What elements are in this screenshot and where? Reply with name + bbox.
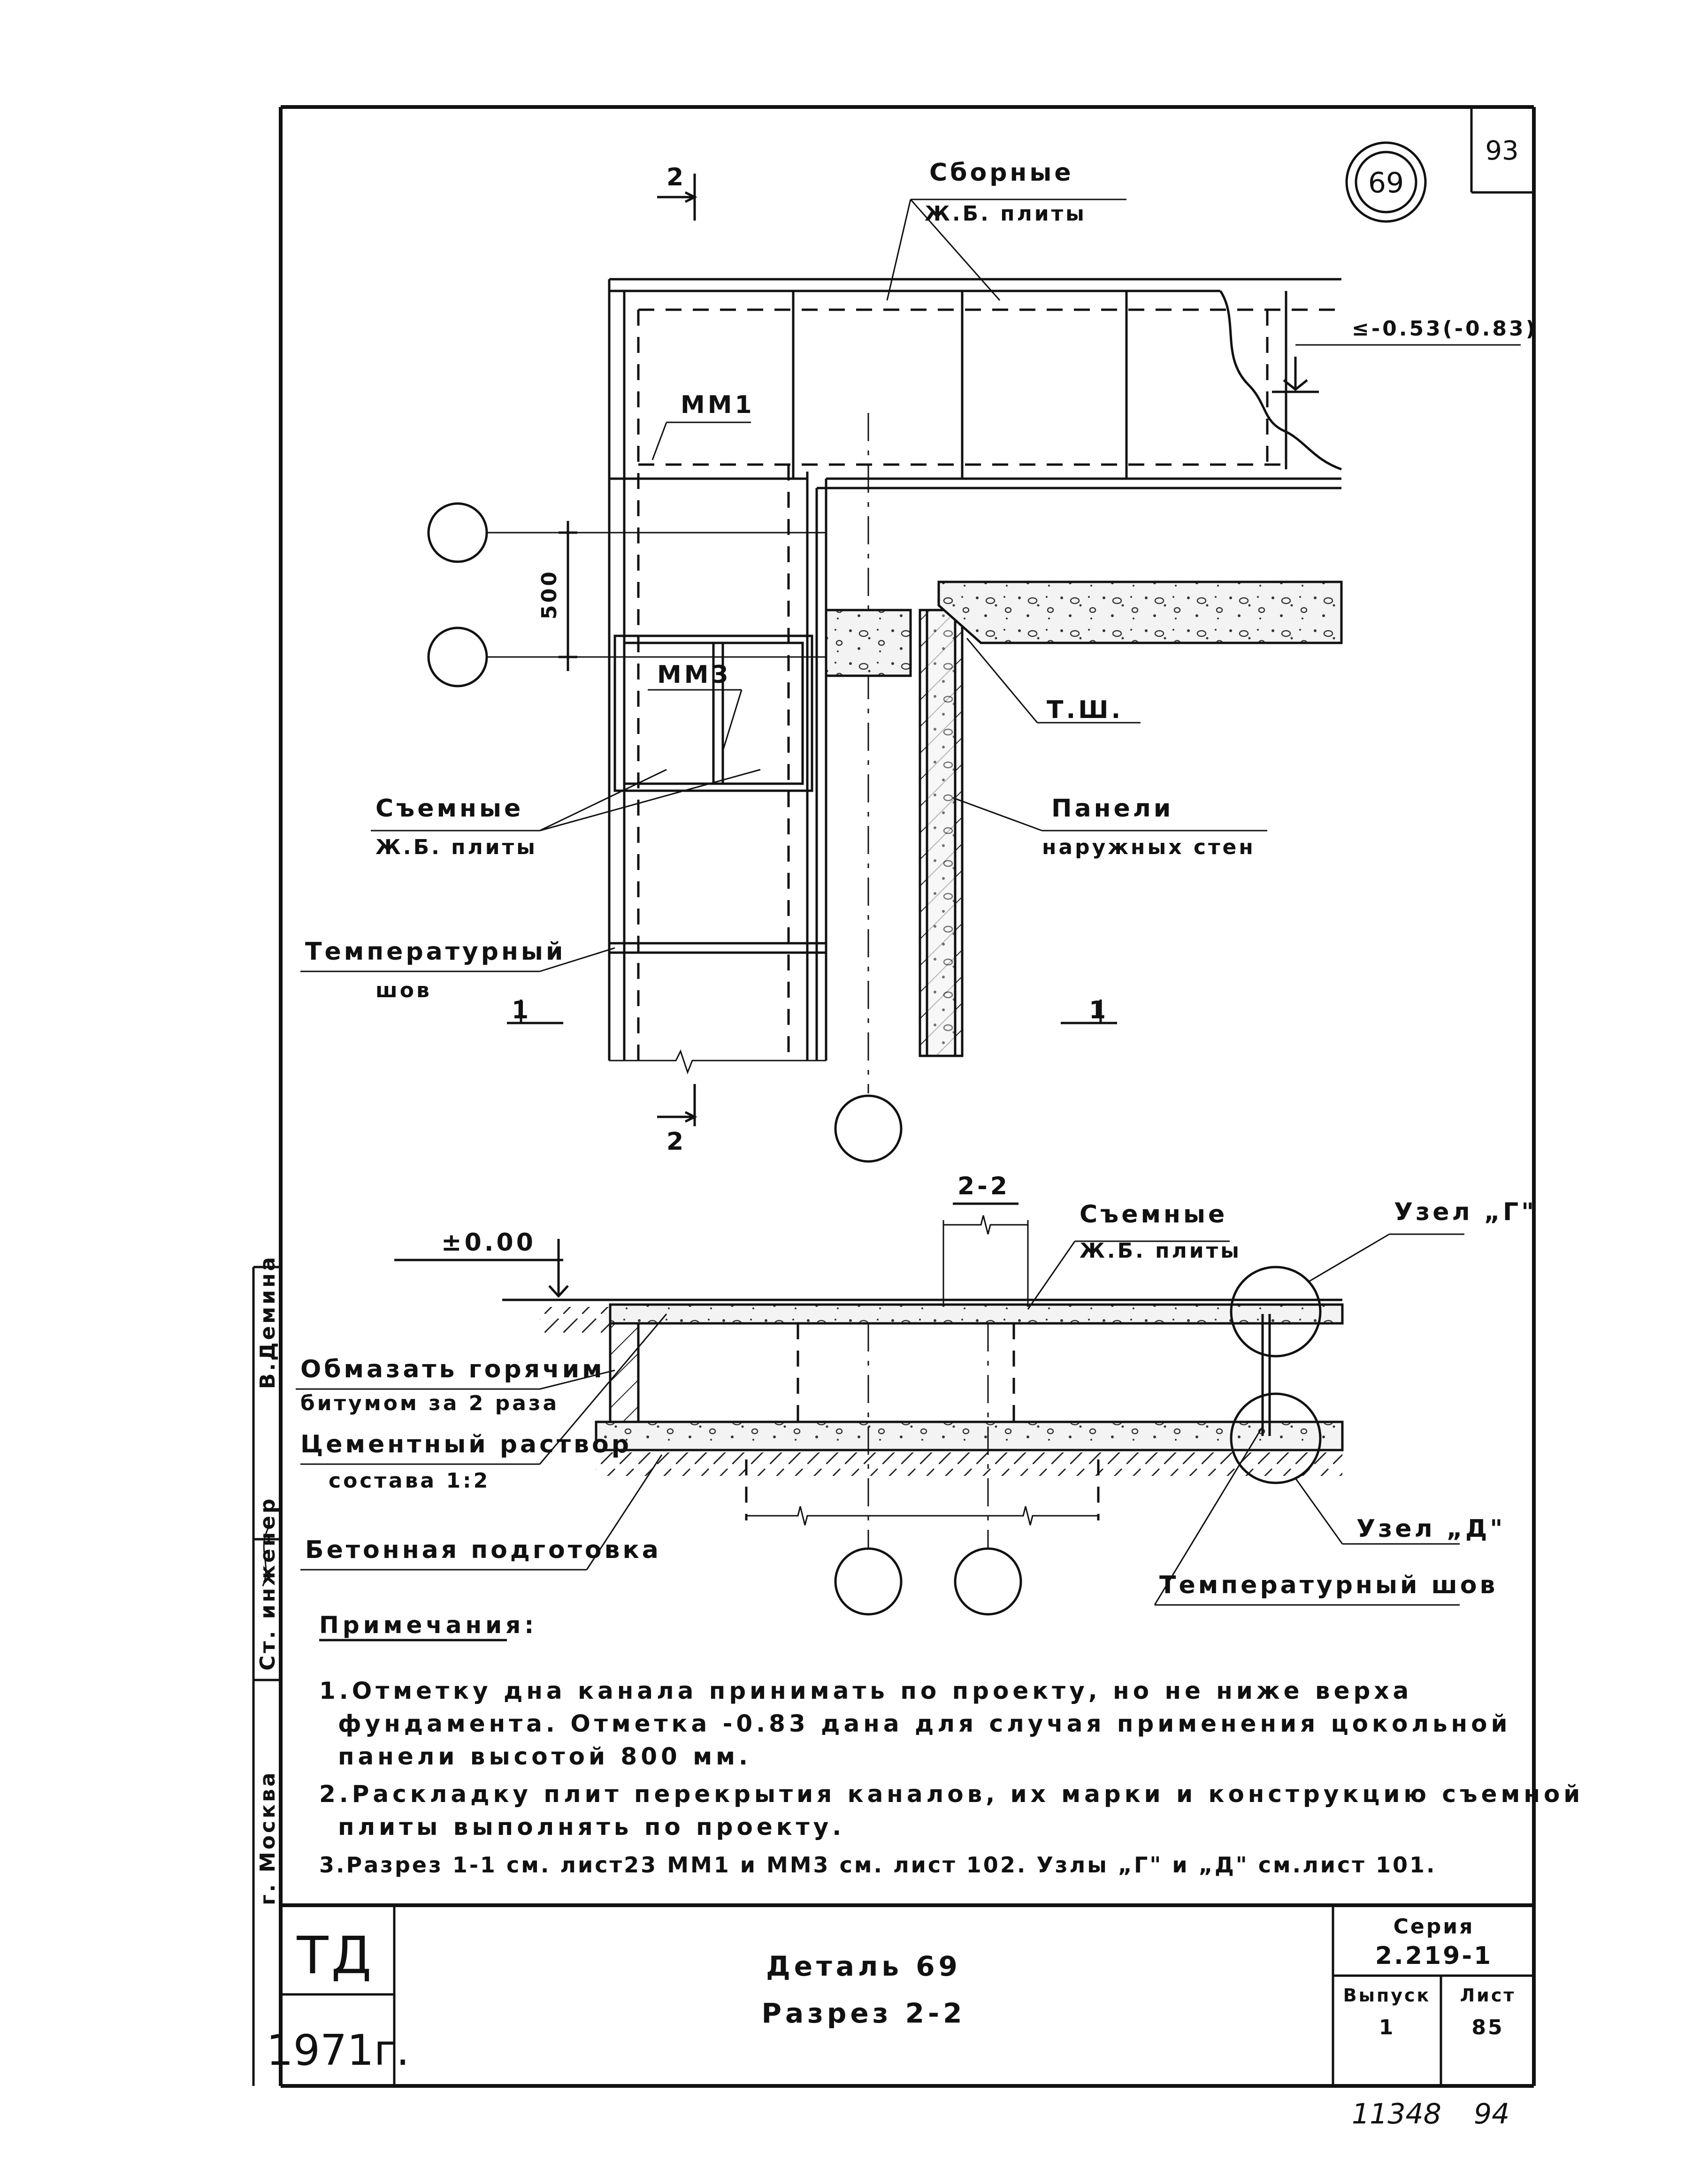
label-mm3: ММ3 bbox=[648, 661, 743, 751]
series-value: 2.219-1 bbox=[1375, 1942, 1493, 1970]
svg-text:Сборные: Сборные bbox=[929, 159, 1074, 187]
note-line-6: 3.Разрез 1-1 см. лист23 ММ1 и ММ3 см. ли… bbox=[319, 1852, 1436, 1878]
label-node-d: Узел „Д" bbox=[1294, 1478, 1505, 1545]
label-mortar: Цементный раствор состава 1:2 bbox=[300, 1313, 667, 1493]
svg-text:Т.Ш.: Т.Ш. bbox=[1047, 696, 1123, 724]
issue-label: Выпуск bbox=[1343, 1985, 1431, 2006]
axis-bubble-bottom bbox=[834, 1094, 903, 1163]
label-concrete-prep: Бетонная подготовка bbox=[300, 1454, 663, 1571]
sheet-value: 85 bbox=[1471, 2016, 1504, 2039]
stamp-role: Ст. инженер bbox=[256, 1497, 280, 1671]
notes-heading: Примечания: bbox=[319, 1611, 537, 1639]
sheet-number: 93 bbox=[1485, 136, 1518, 166]
svg-text:Узел „Г": Узел „Г" bbox=[1394, 1198, 1537, 1226]
svg-text:битумом за 2 раза: битумом за 2 раза bbox=[300, 1391, 559, 1415]
svg-text:2: 2 bbox=[666, 163, 686, 191]
drawing-subtitle: Разрез 2-2 bbox=[762, 1997, 966, 2029]
axis-bubble-section-1 bbox=[834, 1547, 903, 1616]
elevation-marker: ≤-0.53(-0.83) bbox=[1272, 317, 1538, 393]
svg-text:Бетонная подготовка: Бетонная подготовка bbox=[305, 1536, 661, 1564]
title-block: ТД 1971г. Деталь 69 Разрез 2-2 Серия 2.2… bbox=[267, 1903, 1534, 2086]
axis-bubble-left-1 bbox=[427, 502, 488, 563]
svg-text:наружных стен: наружных стен bbox=[1042, 835, 1256, 859]
label-removable-slabs-section: Съемные Ж.Б. плиты bbox=[1027, 1200, 1241, 1310]
svg-text:Съемные: Съемные bbox=[1080, 1200, 1227, 1229]
svg-text:1: 1 bbox=[512, 996, 531, 1024]
svg-text:состава 1:2: состава 1:2 bbox=[329, 1469, 490, 1493]
svg-text:шов: шов bbox=[375, 978, 432, 1002]
section-mark-bottom: 2 bbox=[657, 1084, 697, 1156]
svg-text:±0.00: ±0.00 bbox=[441, 1229, 536, 1257]
section-title: 2-2 bbox=[957, 1172, 1010, 1200]
svg-text:2: 2 bbox=[666, 1128, 686, 1156]
note-line-4: 2.Раскладку плит перекрытия каналов, их … bbox=[319, 1780, 1584, 1808]
detail-badge: 69 bbox=[1345, 141, 1427, 223]
stamp-city: г. Москва bbox=[256, 1770, 280, 1905]
label-prefab-slabs: Сборные Ж.Б. плиты bbox=[886, 159, 1126, 301]
plan-view: ≤-0.53(-0.83) 500 2 2 bbox=[300, 159, 1538, 1163]
elevation-label: ≤-0.53(-0.83) bbox=[1352, 317, 1538, 341]
drawing-title: Деталь 69 bbox=[766, 1950, 961, 1982]
axis-bubble-section-2 bbox=[954, 1547, 1022, 1616]
sheet-frame bbox=[252, 105, 1536, 2088]
svg-text:Панели: Панели bbox=[1051, 794, 1173, 823]
label-ts: Т.Ш. bbox=[966, 638, 1141, 724]
svg-text:Узел „Д": Узел „Д" bbox=[1356, 1515, 1505, 1543]
section-mark-left: 1 bbox=[507, 996, 563, 1024]
label-mm1: ММ1 bbox=[651, 391, 755, 460]
svg-text:Ж.Б. плиты: Ж.Б. плиты bbox=[375, 835, 537, 859]
detail-badge-number: 69 bbox=[1368, 167, 1404, 199]
issue-value: 1 bbox=[1379, 2016, 1395, 2039]
note-line-5: плиты выполнять по проекту. bbox=[338, 1813, 845, 1840]
label-temp-joint-section: Температурный шов bbox=[1154, 1426, 1498, 1606]
axis-bubble-left-2 bbox=[427, 626, 488, 687]
year: 1971г. bbox=[267, 2026, 410, 2075]
notes-block: Примечания: 1.Отметку дна канала принима… bbox=[319, 1611, 1584, 1878]
handwritten-numbers: 11348 94 bbox=[1352, 2098, 1509, 2131]
svg-text:Температурный шов: Температурный шов bbox=[1159, 1571, 1498, 1599]
svg-text:Температурный: Температурный bbox=[305, 938, 566, 966]
label-bitumen: Обмазать горячим битумом за 2 раза bbox=[296, 1355, 615, 1415]
side-stamp: г. Москва Ст. инженер В.Демина bbox=[256, 1255, 280, 1905]
section-mark-right: 1 bbox=[1061, 996, 1117, 1024]
svg-text:Обмазать горячим: Обмазать горячим bbox=[300, 1355, 605, 1383]
svg-text:ММ3: ММ3 bbox=[657, 661, 731, 689]
section-2-2: 2-2 ±0.00 bbox=[296, 1172, 1537, 1616]
note-line-3: панели высотой 800 мм. bbox=[338, 1743, 751, 1770]
svg-text:1: 1 bbox=[1089, 996, 1109, 1024]
label-node-g: Узел „Г" bbox=[1309, 1198, 1537, 1282]
svg-text:Съемные: Съемные bbox=[375, 794, 523, 823]
org-mark: ТД bbox=[296, 1925, 374, 1985]
section-mark-top: 2 bbox=[657, 163, 697, 221]
label-temp-joint-plan: Температурный шов bbox=[300, 938, 615, 1002]
note-line-2: фундамента. Отметка -0.83 дана для случа… bbox=[338, 1710, 1511, 1737]
svg-text:ММ1: ММ1 bbox=[681, 391, 755, 419]
sheet-number-box: 93 bbox=[1470, 107, 1534, 194]
svg-text:Ж.Б. плиты: Ж.Б. плиты bbox=[1080, 1239, 1241, 1263]
svg-text:Ж.Б. плиты: Ж.Б. плиты bbox=[925, 202, 1087, 226]
svg-text:Цементный раствор: Цементный раствор bbox=[300, 1430, 632, 1459]
series-label: Серия bbox=[1394, 1915, 1475, 1939]
label-wall-panels: Панели наружных стен bbox=[952, 794, 1267, 859]
zero-level-marker: ±0.00 bbox=[394, 1229, 569, 1298]
dimension-500-label: 500 bbox=[537, 569, 561, 619]
handwritten-number-1: 11348 bbox=[1352, 2098, 1441, 2131]
note-line-1: 1.Отметку дна канала принимать по проект… bbox=[319, 1677, 1412, 1704]
handwritten-number-2: 94 bbox=[1474, 2098, 1509, 2131]
label-removable-slabs-plan: Съемные Ж.Б. плиты bbox=[371, 769, 761, 859]
dimension-500: 500 bbox=[537, 521, 577, 671]
sheet-label: Лист bbox=[1460, 1985, 1516, 2006]
stamp-name: В.Демина bbox=[256, 1255, 280, 1389]
